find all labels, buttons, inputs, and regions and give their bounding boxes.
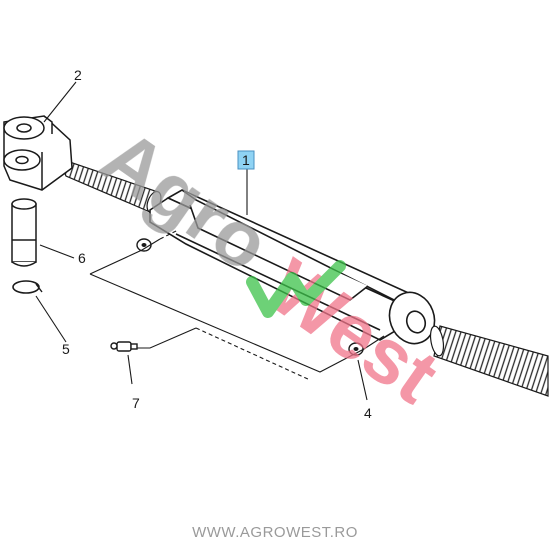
callout-1-highlight-box xyxy=(237,150,255,170)
callout-6-label: 6 xyxy=(78,250,86,266)
callout-2-label: 2 xyxy=(74,67,82,83)
callout-4-label: 4 xyxy=(364,405,372,421)
clevis-pin xyxy=(11,198,37,267)
callout-5: 5 xyxy=(62,341,70,357)
website-url-footer: WWW.AGROWEST.RO xyxy=(192,524,358,541)
callout-1-label: 1 xyxy=(242,152,250,168)
callout-4: 4 xyxy=(364,405,372,421)
watermark-leaf-mark xyxy=(246,260,346,318)
callout-2: 2 xyxy=(74,67,82,83)
callout-7: 7 xyxy=(132,395,140,411)
clevis-yoke xyxy=(3,115,73,191)
circlip xyxy=(12,280,43,294)
callout-5-label: 5 xyxy=(62,341,70,357)
callout-6: 6 xyxy=(78,250,86,266)
leader-lines xyxy=(35,81,385,401)
callout-1: 1 xyxy=(237,150,255,170)
washer-left xyxy=(136,238,152,252)
callout-7-label: 7 xyxy=(132,395,140,411)
right-threaded-rod xyxy=(429,325,549,397)
grease-nipple xyxy=(110,341,138,352)
